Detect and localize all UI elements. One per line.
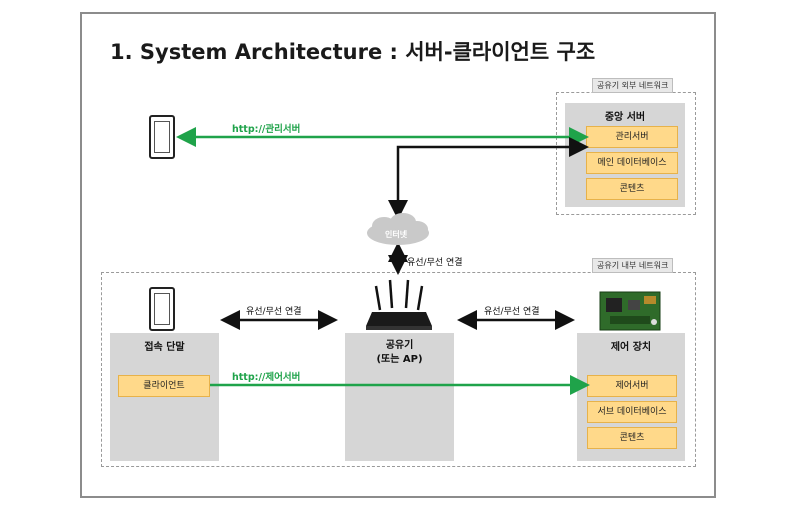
control-device-title: 제어 장치	[610, 342, 652, 353]
tablet-icon-terminal	[149, 287, 175, 331]
external-network-label: 공유기 외부 네트워크	[592, 78, 674, 93]
terminal-router-label: 유선/무선 연결	[246, 307, 302, 317]
admin-http-label: http://관리서버	[232, 124, 301, 135]
client-box: 클라이언트	[118, 375, 210, 397]
circuit-board-icon	[599, 291, 661, 331]
control-http-label: http://제어서버	[232, 372, 301, 383]
router-icon	[366, 279, 432, 330]
internal-network-label: 공유기 내부 네트워크	[592, 258, 674, 273]
router-internet-label: 유선/무선 연결	[407, 258, 463, 268]
page-title: 1. System Architecture : 서버-클라이언트 구조	[110, 40, 596, 64]
tablet-icon-top	[149, 115, 175, 159]
router-title-line1: 공유기	[385, 340, 414, 351]
cloud-label: 인터넷	[385, 230, 408, 239]
cloud-icon	[367, 213, 429, 245]
internet-server-line	[388, 137, 589, 220]
central-server-title: 중앙 서버	[604, 112, 646, 123]
router-title-line2: (또는 AP)	[376, 354, 423, 365]
terminal-title: 접속 단말	[144, 342, 185, 353]
router-box	[345, 333, 454, 461]
content-box-control: 콘텐츠	[587, 427, 677, 449]
router-control-label: 유선/무선 연결	[484, 307, 540, 317]
sub-database-box: 서브 데이터베이스	[587, 401, 677, 423]
terminal-box	[110, 333, 219, 461]
